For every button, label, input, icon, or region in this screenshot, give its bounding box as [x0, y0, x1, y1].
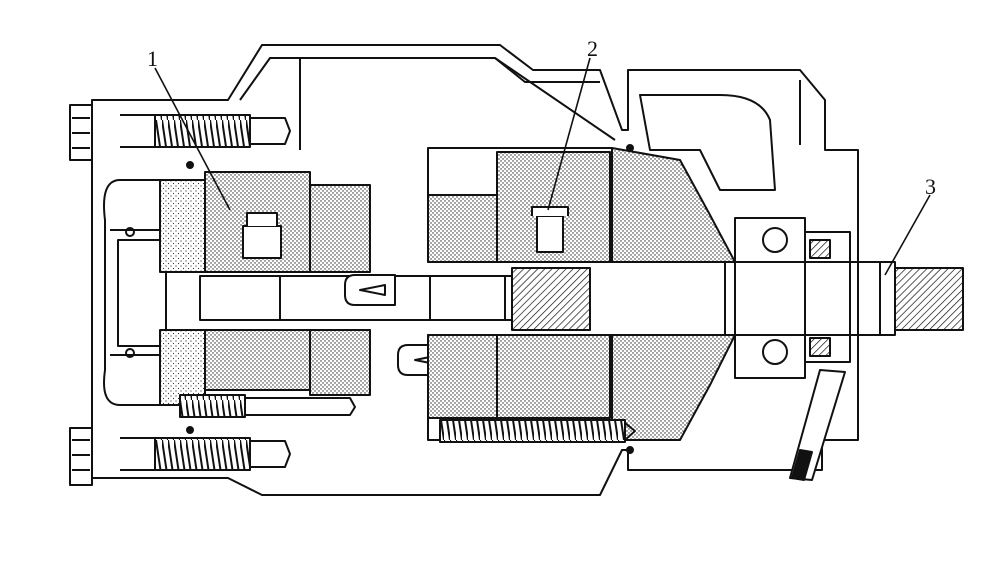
leader-line-2	[547, 57, 591, 211]
leader-line-3	[884, 194, 931, 276]
left-gear-body-lower	[204, 329, 311, 391]
callout-label-2: 2	[587, 36, 598, 61]
housing-outline	[91, 44, 859, 496]
leader-line-1	[154, 67, 231, 211]
callout-label-1: 1	[147, 46, 158, 71]
right-gear-body-lower	[496, 334, 611, 419]
callout-label-3: 3	[925, 174, 936, 199]
